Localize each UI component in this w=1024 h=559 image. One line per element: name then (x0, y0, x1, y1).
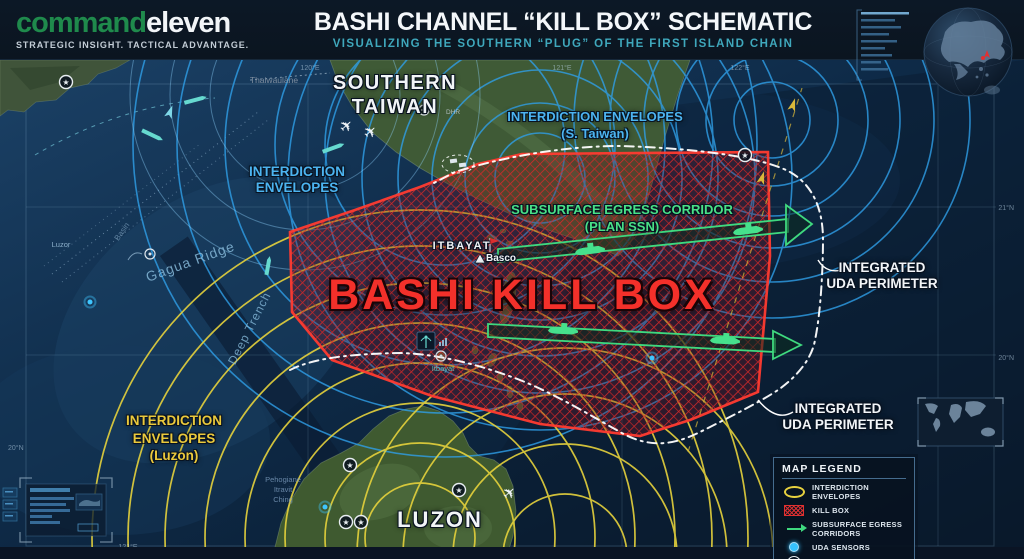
submarine-icon (575, 242, 606, 256)
svg-text:★: ★ (357, 518, 364, 527)
pehogiane-label-2: Itravit (274, 485, 293, 494)
logo-part-command: command (16, 7, 147, 39)
arrow-green-icon (782, 524, 807, 532)
label-bashi-kill-box: BASHI KILL BOX (328, 271, 716, 319)
page-subtitle: VISUALIZING THE SOUTHERN “PLUG” OF THE F… (332, 37, 794, 50)
brand-logo: commandeleven STRATEGIC INSIGHT. TACTICA… (16, 9, 268, 51)
label-subsurface-egress-corridor: SUBSURFACE EGRESS CORRIDOR (PLAN SSN) (511, 202, 733, 234)
svg-text:★: ★ (342, 518, 349, 527)
uda-perimeter-line (289, 144, 847, 445)
uda-sensor-icons (83, 295, 659, 514)
legend-item-uda-sensors: UDA SENSORS (782, 542, 906, 552)
bottom-band (0, 547, 1024, 559)
label-interdiction-envelopes: INTERDICTION ENVELOPES (249, 164, 345, 196)
landmass-luzon (271, 405, 517, 559)
taiwan-tip-installation (441, 154, 475, 174)
page-title: BASHI CHANNEL “KILL BOX” SCHEMATIC (313, 8, 813, 37)
svg-text:120°E: 120°E (300, 64, 319, 72)
legend-item-egress-corridors: SUBSURFACE EGRESS CORRIDORS (782, 520, 906, 538)
label-interdiction-envelopes-staiwan: INTERDICTION ENVELOPES (S. Taiwan) (507, 109, 683, 141)
patrol-aircraft-icon (164, 105, 173, 120)
map-legend: MAP LEGEND INTERDICTION ENVELOPES KILL B… (773, 457, 915, 559)
svg-text:★: ★ (455, 486, 462, 495)
legend-title: MAP LEGEND (782, 463, 906, 479)
air-route-gold (687, 87, 803, 453)
label-itbayat: ITBAYAT (432, 240, 492, 252)
logo-part-eleven: eleven (145, 7, 231, 39)
itbayat-station (416, 331, 447, 351)
label-luzon: LUZON (397, 507, 483, 532)
basco-marker (474, 253, 486, 264)
submarine-icon (733, 222, 764, 236)
telemetry-panel (19, 477, 113, 543)
telemetry-readout (856, 9, 909, 81)
label-basco: Basco (485, 253, 517, 264)
globe-inset (850, 2, 1020, 112)
luzor-label: Luzor (52, 240, 71, 249)
dhr-label: DHR (446, 109, 460, 116)
legend-item-kill-box: KILL BOX (782, 505, 906, 516)
egress-corridor-north (497, 203, 814, 263)
svg-text:121°E: 121°E (552, 64, 571, 72)
svg-text:20°N: 20°N (998, 354, 1014, 362)
submarine-icon (710, 332, 741, 345)
label-integrated-uda-perimeter-south: INTEGRATED UDA PERIMETER (782, 401, 894, 433)
label-southern-taiwan: SOUTHERN TAIWAN (332, 72, 458, 118)
military-base-icons: ★ ★ ★ ★ ★ ★ (58, 74, 753, 530)
label-integrated-uda-perimeter-east: INTEGRATED UDA PERIMETER (826, 260, 938, 292)
globe-icon (923, 7, 1013, 97)
legend-item-interdiction-envelopes: INTERDICTION ENVELOPES (782, 483, 906, 501)
svg-text:★: ★ (62, 78, 69, 87)
svg-text:★: ★ (741, 151, 748, 160)
svg-text:122°E: 122°E (730, 64, 749, 72)
itbayat-small-label: Itbayat (432, 364, 455, 373)
itbayat-circle-marker (435, 350, 447, 362)
globe-alert-marker (981, 50, 990, 60)
itbayat-flag-marker (489, 238, 499, 252)
title-block: BASHI CHANNEL “KILL BOX” SCHEMATIC VISUA… (268, 8, 1008, 50)
ellipse-yellow-icon (782, 486, 806, 498)
svg-text:★: ★ (346, 461, 353, 470)
svg-text:21°N: 21°N (998, 204, 1014, 212)
header: commandeleven STRATEGIC INSIGHT. TACTICA… (0, 0, 1024, 60)
edge-data-chips (2, 487, 18, 522)
submarine-icon (548, 322, 579, 335)
pehogiane-label-3: Ching (273, 495, 293, 504)
surface-vessel-icons (141, 95, 345, 276)
logo-wordmark: commandeleven (16, 9, 268, 38)
label-interdiction-envelopes-luzon: INTERDICTION ENVELOPES (Luzon) (126, 413, 222, 464)
world-map-inset (917, 397, 1004, 447)
hatch-red-icon (782, 505, 806, 516)
map-graphics: ✈ ✈ ✈ ★ ★ (0, 60, 1024, 559)
svg-text:20°N: 20°N (8, 444, 24, 452)
pehogiane-label-1: Pehogiane (265, 475, 301, 484)
map-canvas: ✈ ✈ ✈ ★ ★ (0, 60, 1024, 559)
dot-blue-icon (782, 542, 806, 552)
brand-tagline: STRATEGIC INSIGHT. TACTICAL ADVANTAGE. (16, 40, 250, 50)
port-marker (418, 104, 430, 116)
egress-corridor-south (487, 322, 804, 361)
thaiwaulane-label: Thaiwaulane (250, 75, 298, 85)
luzor-marker (127, 248, 156, 261)
